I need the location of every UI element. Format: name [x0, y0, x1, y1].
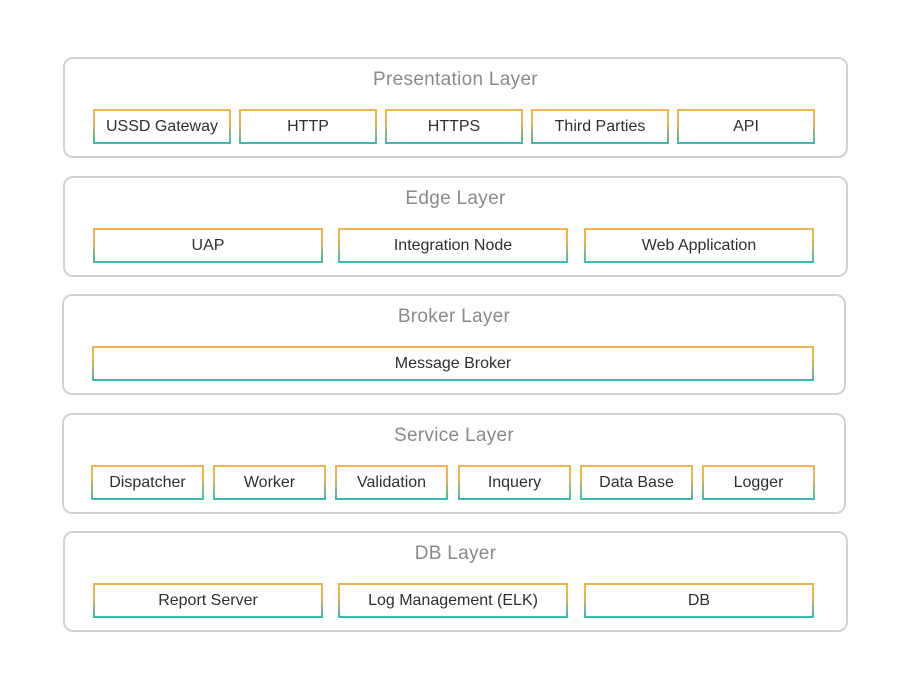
- db-layer-items: Report Server Log Management (ELK) DB: [93, 583, 814, 618]
- broker-layer-title: Broker Layer: [397, 306, 511, 327]
- component-dispatcher: Dispatcher: [91, 465, 204, 500]
- component-web-application: Web Application: [584, 228, 814, 263]
- presentation-layer: Presentation Layer USSD Gateway HTTP HTT…: [63, 57, 848, 158]
- component-uap: UAP: [93, 228, 323, 263]
- component-ussd-gateway: USSD Gateway: [93, 109, 231, 144]
- component-third-parties: Third Parties: [531, 109, 669, 144]
- db-layer-title: DB Layer: [414, 543, 497, 564]
- presentation-layer-items: USSD Gateway HTTP HTTPS Third Parties AP…: [93, 109, 815, 144]
- component-db: DB: [584, 583, 814, 618]
- service-layer-items: Dispatcher Worker Validation Inquery Dat…: [91, 465, 815, 500]
- presentation-layer-title: Presentation Layer: [373, 69, 538, 90]
- component-log-management: Log Management (ELK): [338, 583, 568, 618]
- broker-layer: Broker Layer Message Broker: [62, 294, 846, 395]
- broker-layer-items: Message Broker: [92, 346, 814, 381]
- edge-layer-items: UAP Integration Node Web Application: [93, 228, 814, 263]
- component-inquery: Inquery: [458, 465, 571, 500]
- component-logger: Logger: [702, 465, 815, 500]
- edge-layer: Edge Layer UAP Integration Node Web Appl…: [63, 176, 848, 277]
- db-layer: DB Layer Report Server Log Management (E…: [63, 531, 848, 632]
- component-message-broker: Message Broker: [92, 346, 814, 381]
- component-integration-node: Integration Node: [338, 228, 568, 263]
- component-worker: Worker: [213, 465, 326, 500]
- component-api: API: [677, 109, 815, 144]
- service-layer: Service Layer Dispatcher Worker Validati…: [62, 413, 846, 514]
- component-https: HTTPS: [385, 109, 523, 144]
- edge-layer-title: Edge Layer: [405, 188, 506, 209]
- component-validation: Validation: [335, 465, 448, 500]
- component-report-server: Report Server: [93, 583, 323, 618]
- service-layer-title: Service Layer: [393, 425, 515, 446]
- component-data-base: Data Base: [580, 465, 693, 500]
- component-http: HTTP: [239, 109, 377, 144]
